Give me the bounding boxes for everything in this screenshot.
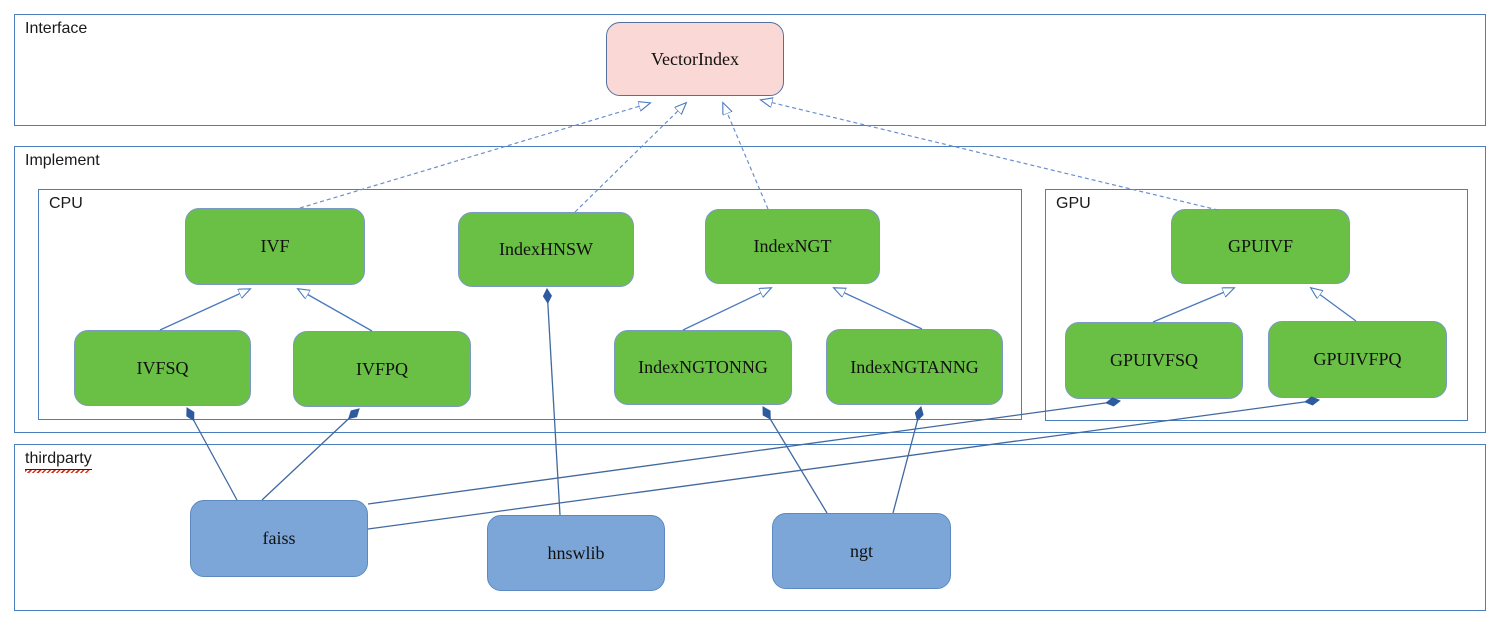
node-ivfpq[interactable]: IVFPQ <box>293 331 471 407</box>
node-gpuivfsq[interactable]: GPUIVFSQ <box>1065 322 1243 399</box>
node-hnswlib[interactable]: hnswlib <box>487 515 665 591</box>
node-vectorindex[interactable]: VectorIndex <box>606 22 784 96</box>
node-indexngtanng[interactable]: IndexNGTANNG <box>826 329 1003 405</box>
node-gpuivf[interactable]: GPUIVF <box>1171 209 1350 284</box>
interface-container-label: Interface <box>25 20 88 37</box>
thirdparty-container-label: thirdparty <box>25 450 92 473</box>
node-ngt[interactable]: ngt <box>772 513 951 589</box>
node-indexngt[interactable]: IndexNGT <box>705 209 880 284</box>
node-indexngtonng[interactable]: IndexNGTONNG <box>614 330 792 405</box>
node-faiss[interactable]: faiss <box>190 500 368 577</box>
gpu-container-label: GPU <box>1056 195 1091 212</box>
node-ivfsq[interactable]: IVFSQ <box>74 330 251 406</box>
node-gpuivfpq[interactable]: GPUIVFPQ <box>1268 321 1447 398</box>
node-ivf[interactable]: IVF <box>185 208 365 285</box>
implement-container-label: Implement <box>25 152 100 169</box>
node-indexhnsw[interactable]: IndexHNSW <box>458 212 634 287</box>
thirdparty-container-label-text: thirdparty <box>25 450 92 473</box>
cpu-container-label: CPU <box>49 195 83 212</box>
